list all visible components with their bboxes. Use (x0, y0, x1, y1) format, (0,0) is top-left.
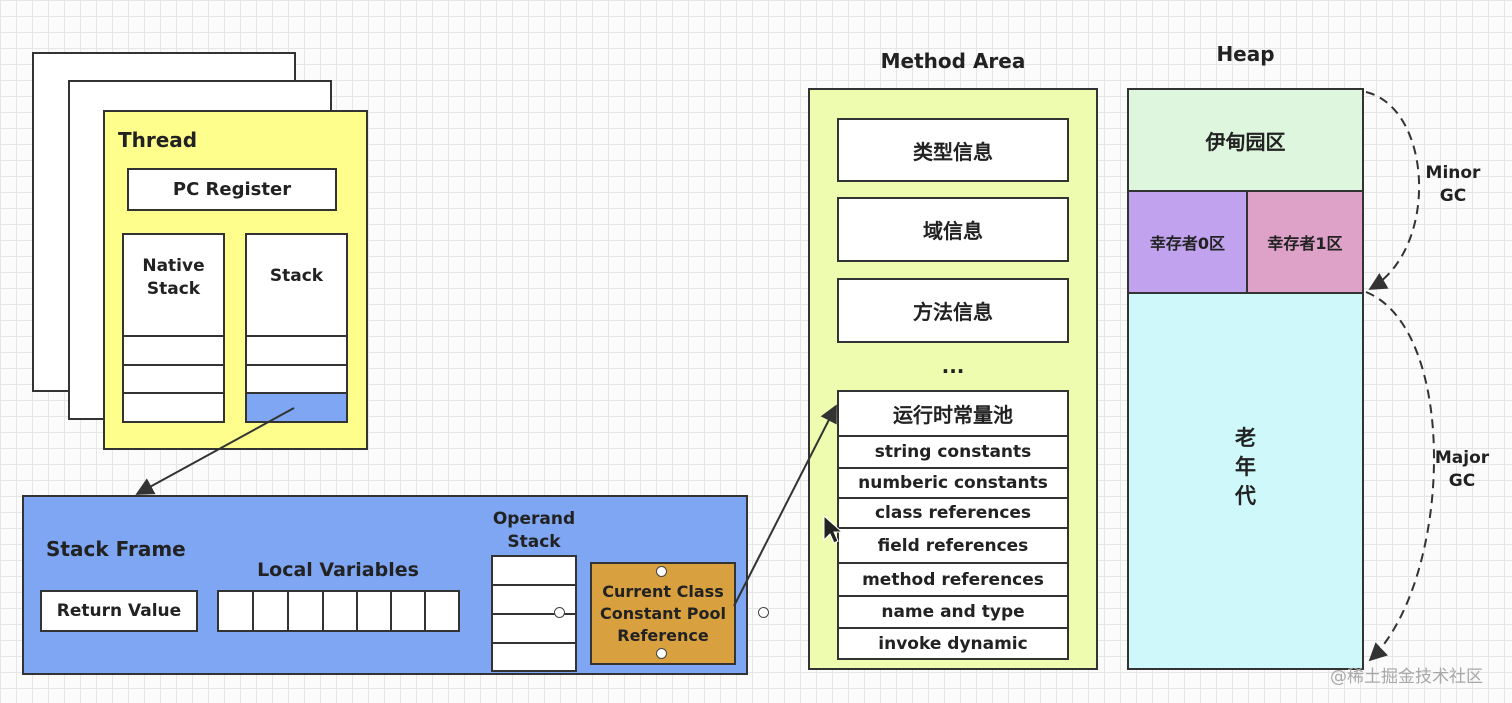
operand-stack-label: Operand Stack (492, 509, 576, 552)
java-stack-slot (247, 335, 346, 364)
field-info: 域信息 (837, 197, 1069, 262)
minor-gc-arrow (1365, 91, 1420, 290)
watermark: @稀土掘金技术社区 (1330, 667, 1483, 687)
pool-item-name-and-type: name and type (839, 595, 1067, 627)
current-class-constant-pool-reference: Current Class Constant Pool Reference (590, 562, 736, 665)
connector-dot-top (656, 566, 667, 577)
stack-frame-title: Stack Frame (46, 537, 186, 561)
native-stack-slot (124, 364, 223, 392)
heap-title: Heap (1216, 42, 1275, 66)
native-stack-label: Native Stack (142, 256, 205, 299)
local-variables-array (217, 590, 460, 632)
minor-gc-label: Minor GC (1425, 163, 1481, 206)
native-stack-slot (124, 335, 223, 364)
connector-dot-bottom (656, 648, 667, 659)
local-variable-slot (356, 592, 358, 630)
type-info: 类型信息 (837, 118, 1069, 182)
runtime-constant-pool: 运行时常量池 string constants numberic constan… (837, 390, 1069, 660)
eden-space: 伊甸园区 (1129, 90, 1362, 190)
local-variable-slot (390, 592, 392, 630)
connector-dot-operand (554, 607, 565, 618)
operand-stack-slot (493, 613, 575, 615)
local-variables-label: Local Variables (257, 559, 419, 581)
method-info: 方法信息 (837, 278, 1069, 343)
method-area-ellipsis: ... (941, 354, 965, 378)
pool-item-numberic-constants: numberic constants (839, 467, 1067, 497)
stack-frame-box: Stack Frame Return Value Local Variables… (22, 495, 748, 675)
java-stack-slot (247, 364, 346, 392)
method-area-title: Method Area (880, 49, 1026, 73)
pool-item-invoke-dynamic: invoke dynamic (839, 627, 1067, 658)
pool-item-field-references: field references (839, 527, 1067, 562)
local-variable-slot (287, 592, 289, 630)
old-generation-space: 老 年 代 (1129, 292, 1362, 668)
survivor-0-space: 幸存者0区 (1129, 190, 1248, 292)
native-stack: Native Stack (122, 233, 225, 423)
local-variable-slot (252, 592, 254, 630)
java-stack-top-frame (247, 392, 346, 421)
operand-stack-slot (493, 642, 575, 644)
survivor-1-space: 幸存者1区 (1248, 190, 1362, 292)
return-value: Return Value (40, 590, 198, 632)
thread-box: Thread PC Register Native Stack Stack (103, 110, 368, 450)
connector-dot-right (758, 607, 769, 618)
operand-stack-slot (493, 584, 575, 586)
pool-item-class-references: class references (839, 497, 1067, 527)
pool-item-method-references: method references (839, 562, 1067, 595)
runtime-constant-pool-title: 运行时常量池 (893, 403, 1013, 427)
heap-box: 伊甸园区 幸存者0区 幸存者1区 老 年 代 (1127, 88, 1364, 670)
java-stack-label: Stack (269, 266, 324, 286)
pool-item-string-constants: string constants (839, 435, 1067, 467)
pc-register: PC Register (127, 168, 337, 211)
native-stack-slot (124, 392, 223, 421)
major-gc-label: Major GC (1434, 448, 1490, 491)
java-stack: Stack (245, 233, 348, 423)
thread-title: Thread (118, 128, 198, 152)
local-variable-slot (322, 592, 324, 630)
local-variable-slot (424, 592, 426, 630)
